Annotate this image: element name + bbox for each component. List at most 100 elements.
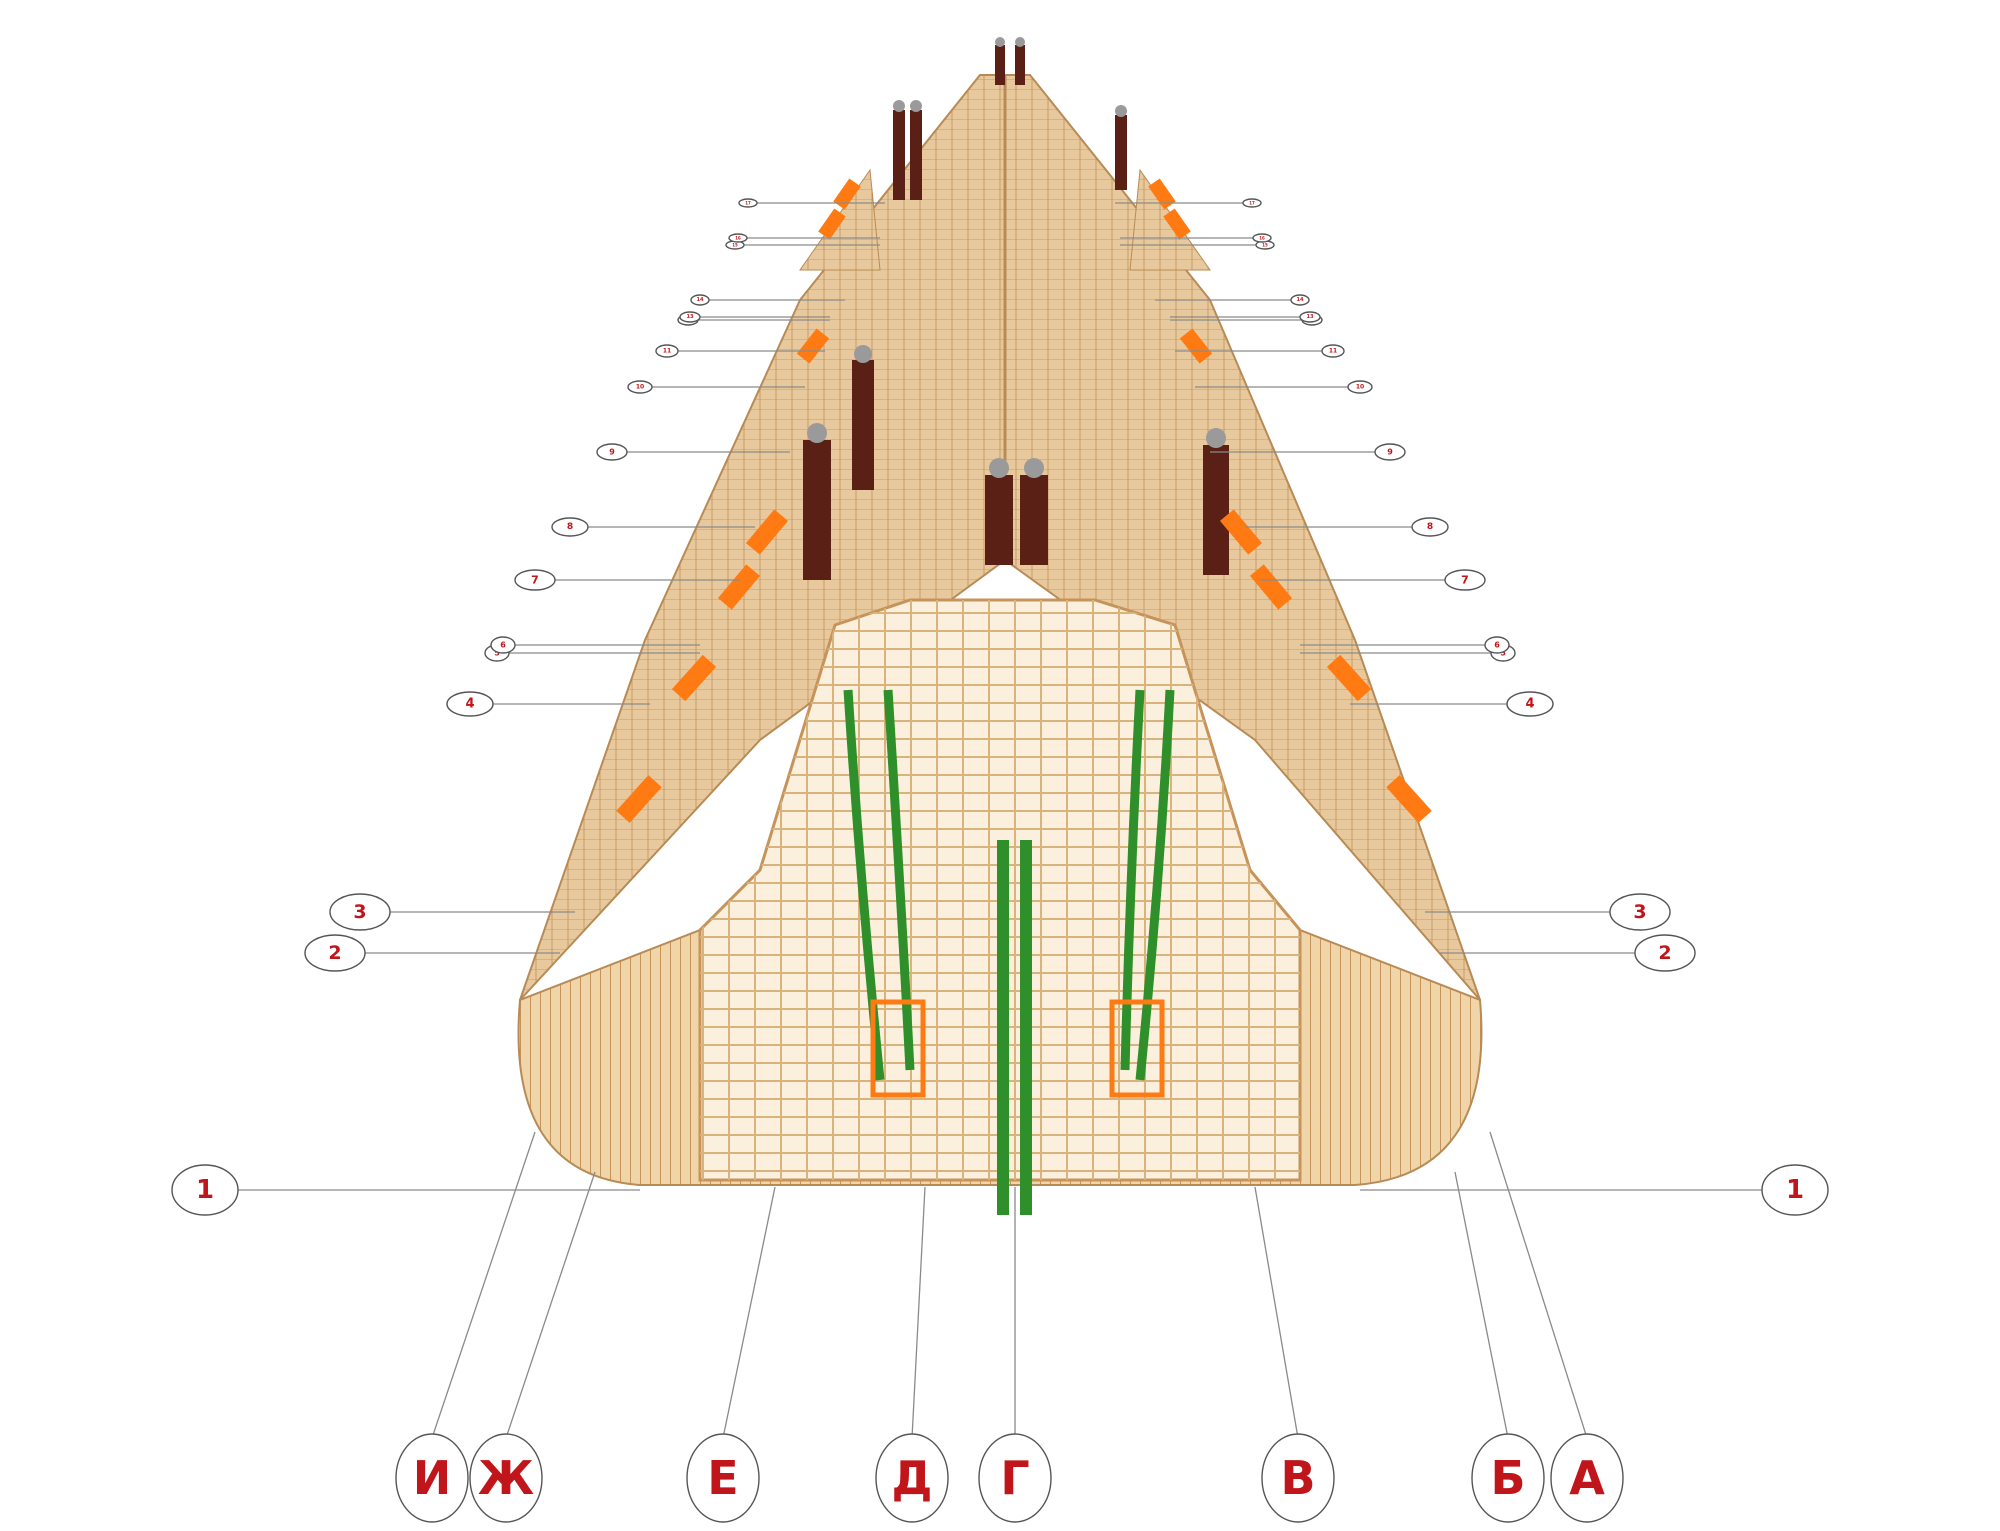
roof-window [1163, 208, 1191, 240]
column-axis-bubble-Г: Г [978, 1433, 1052, 1523]
row-axis-bubble-left-6: 6 [490, 636, 516, 654]
axis-bubble-label: В [1280, 1451, 1315, 1505]
column-axis-bubble-Б: Б [1471, 1433, 1545, 1523]
axis-bubble-outline [1290, 294, 1310, 306]
axis-bubble-outline [514, 569, 556, 591]
axis-bubble-outline [1374, 443, 1406, 461]
axis-bubble-label: 16 [735, 236, 741, 241]
column-axis-bubble-И: И [395, 1433, 469, 1523]
row-axis-bubble-left-1: 1 [171, 1164, 239, 1216]
chimney [1115, 105, 1127, 190]
axis-bubble-label: А [1569, 1451, 1605, 1505]
roof-window [1249, 564, 1293, 610]
leader-line [505, 1171, 596, 1439]
row-axis-bubble-right-9: 9 [1374, 443, 1406, 461]
axis-bubble-label: 7 [1461, 574, 1469, 587]
axis-bubble-outline [596, 443, 628, 461]
axis-bubble-label: 1 [196, 1175, 214, 1205]
axis-bubble-outline [1471, 1433, 1545, 1523]
axis-bubble-label: 13 [687, 314, 694, 320]
chimney [995, 37, 1005, 85]
column-axis-bubble-В: В [1261, 1433, 1335, 1523]
row-axis-bubble-right-17: 17 [1242, 198, 1262, 208]
axis-bubble-label: 9 [1387, 448, 1393, 457]
axis-bubble-label: 9 [609, 448, 615, 457]
axis-bubble-outline [679, 311, 701, 323]
axis-bubble-outline [1321, 344, 1345, 358]
axis-bubble-outline [469, 1433, 543, 1523]
axis-bubble-label: 2 [328, 942, 341, 964]
roof-windows [616, 178, 1432, 823]
pipe [1120, 689, 1145, 1071]
axis-bubble-outline [171, 1164, 239, 1216]
axis-bubble-outline [978, 1433, 1052, 1523]
column-axis-bubble-А: А [1550, 1433, 1624, 1523]
column-axis-bubble-Ж: Ж [469, 1433, 543, 1523]
chimneys [803, 37, 1229, 580]
row-axis-bubble-right-3: 3 [1609, 893, 1671, 931]
axis-bubble-label: 8 [1427, 522, 1433, 532]
axis-bubble-label: Д [892, 1451, 933, 1505]
row-axis-bubble-right-7: 7 [1444, 569, 1486, 591]
axis-bubble-label: 4 [1525, 697, 1534, 712]
axis-bubble-label: 5 [494, 649, 500, 658]
axis-leaders [238, 202, 1762, 1439]
roof-window [671, 654, 717, 702]
axis-bubble-label: 11 [663, 348, 671, 355]
roof-window [796, 328, 830, 364]
chimney [985, 458, 1013, 565]
axis-bubble-label: 11 [1329, 348, 1337, 355]
axis-bubble-outline [1484, 636, 1510, 654]
axis-bubble-label: Ж [478, 1451, 534, 1505]
axis-bubble-label: 17 [745, 201, 751, 206]
row-axis-bubble-left-7: 7 [514, 569, 556, 591]
row-axis-bubble-right-16: 16 [1252, 233, 1272, 243]
chimney [893, 100, 905, 200]
axis-bubble-label: 3 [1633, 901, 1646, 923]
column-axis-bubble-Е: Е [686, 1433, 760, 1523]
roof-window [1219, 509, 1263, 555]
axis-bubble-outline [304, 934, 366, 972]
chimney [910, 100, 922, 200]
roof-window [1148, 178, 1176, 210]
roof-window [717, 564, 761, 610]
axis-bubble-label: 10 [1356, 384, 1364, 391]
row-axis-bubble-right-6: 6 [1484, 636, 1510, 654]
leader-line [1454, 1171, 1509, 1439]
axis-bubble-outline [686, 1433, 760, 1523]
axis-bubble-outline [738, 198, 758, 208]
row-axis-bubble-left-16: 16 [728, 233, 748, 243]
roof-window [1179, 328, 1213, 364]
axis-bubble-label: 13 [1307, 314, 1314, 320]
axis-bubble-outline [1609, 893, 1671, 931]
axis-bubble-outline [329, 893, 391, 931]
axis-bubble-outline [875, 1433, 949, 1523]
axis-bubble-outline [1550, 1433, 1624, 1523]
axis-bubble-outline [1261, 1433, 1335, 1523]
roof-window [616, 775, 662, 823]
row-axis-bubble-left-9: 9 [596, 443, 628, 461]
chimney [852, 345, 874, 490]
roof-window [1326, 654, 1372, 702]
leader-line [1489, 1131, 1588, 1439]
column-axis-bubble-Д: Д [875, 1433, 949, 1523]
axis-bubble-outline [1242, 198, 1262, 208]
axis-bubble-label: 3 [353, 901, 366, 923]
axis-bubble-outline [690, 294, 710, 306]
axis-bubble-outline [1347, 380, 1373, 394]
leader-line [1254, 1186, 1299, 1439]
chimney [1015, 37, 1025, 85]
axis-bubble-label: 10 [636, 384, 644, 391]
chimney [1020, 458, 1048, 565]
row-axis-bubble-left-11: 11 [655, 344, 679, 358]
axis-bubble-label: 5 [1500, 649, 1506, 658]
row-axis-bubble-left-10: 10 [627, 380, 653, 394]
axis-bubble-label: Г [1000, 1451, 1029, 1505]
roof-window [833, 178, 861, 210]
door-frame-left [870, 999, 926, 1098]
row-axis-bubble-right-11: 11 [1321, 344, 1345, 358]
axis-bubble-outline [655, 344, 679, 358]
row-axis-bubble-right-10: 10 [1347, 380, 1373, 394]
row-axis-bubble-left-4: 4 [446, 691, 494, 717]
